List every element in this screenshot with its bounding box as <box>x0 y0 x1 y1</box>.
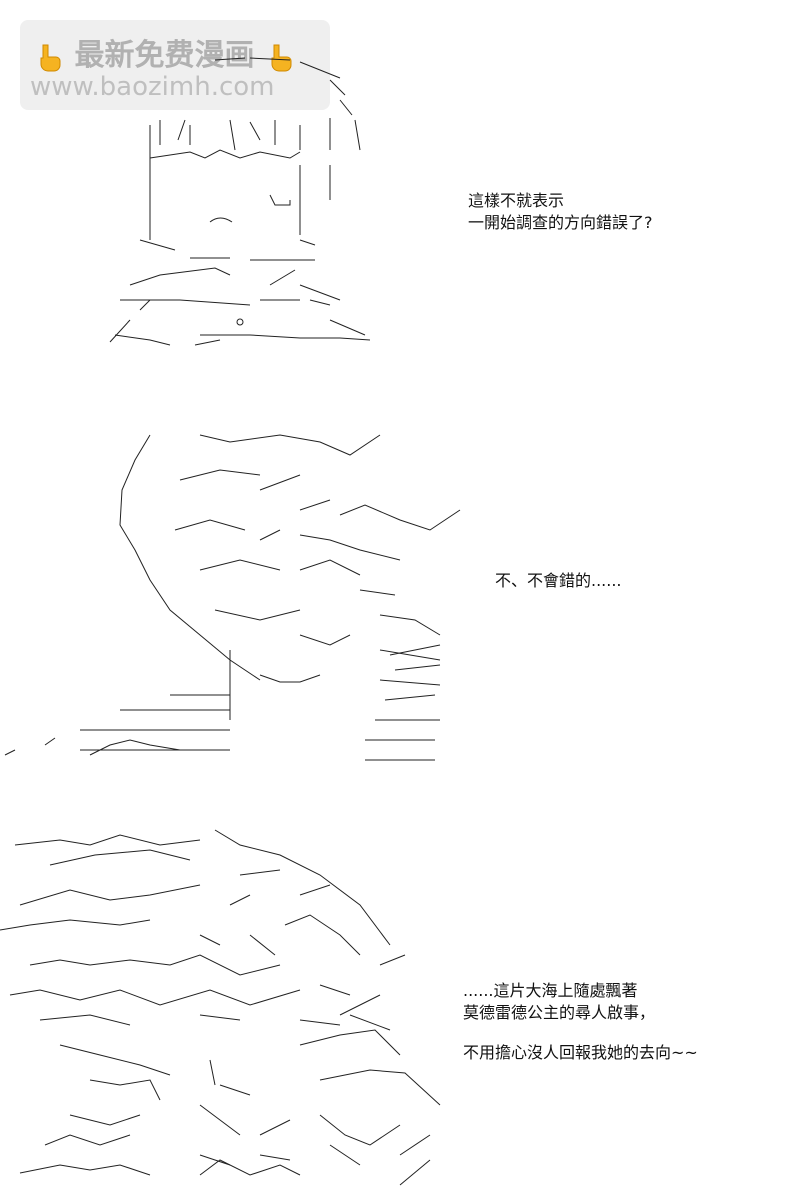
dialog-spacer <box>463 1024 698 1042</box>
dialog-line: 一開始調查的方向錯誤了? <box>468 213 653 232</box>
dialog-box-1: 這樣不就表示 一開始調查的方向錯誤了? <box>468 190 653 234</box>
watermark: 最新免费漫画 www.baozimh.com <box>20 20 330 110</box>
ascii-art-character-3 <box>0 829 441 1186</box>
dialog-box-3: ......這片大海上隨處飄著 莫德雷德公主的尋人啟事， 不用擔心沒人回報我她的… <box>463 980 698 1064</box>
ascii-art-character-2 <box>4 434 461 761</box>
watermark-title-row: 最新免费漫画 <box>34 30 295 74</box>
panel-3: ......這片大海上隨處飄著 莫德雷德公主的尋人啟事， 不用擔心沒人回報我她的… <box>0 815 800 1200</box>
dialog-line: 不用擔心沒人回報我她的去向~~ <box>463 1043 698 1062</box>
dialog-line: 不、不會錯的...... <box>495 571 622 590</box>
dialog-line: 莫德雷德公主的尋人啟事， <box>463 1003 656 1022</box>
dialog-line: 這樣不就表示 <box>468 191 565 210</box>
dialog-line: ......這片大海上隨處飄著 <box>463 981 638 1000</box>
watermark-url: www.baozimh.com <box>30 72 275 102</box>
watermark-title: 最新免费漫画 <box>74 38 255 73</box>
panel-2: 不、不會錯的...... <box>0 420 800 780</box>
ascii-art-character-1 <box>109 57 371 346</box>
panel-1: 這樣不就表示 一開始調查的方向錯誤了? <box>0 0 800 380</box>
pointing-hand-icon <box>40 44 61 71</box>
dialog-box-2: 不、不會錯的...... <box>495 570 622 592</box>
pointing-hand-icon <box>271 44 292 71</box>
